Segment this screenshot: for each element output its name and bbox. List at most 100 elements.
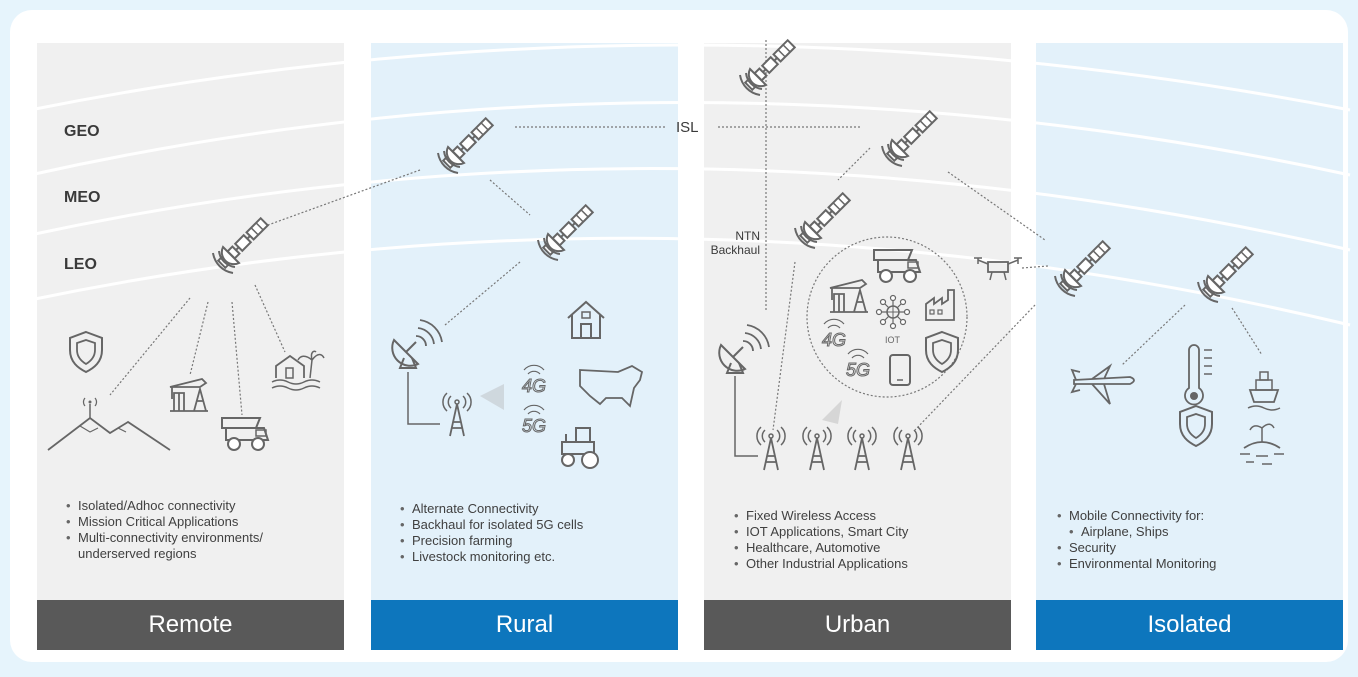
backhaul-label: Backhaul	[710, 243, 760, 257]
satellite-icon	[881, 110, 938, 167]
leo-isolated-link-1	[1121, 304, 1186, 366]
bullet-item: IOT Applications, Smart City	[734, 524, 1004, 540]
bullet-item: Environmental Monitoring	[1057, 556, 1327, 572]
drone-link	[1021, 265, 1049, 269]
geo-to-isolated-link	[947, 171, 1046, 241]
beach-house-icon	[271, 350, 325, 391]
bullet-item: Livestock monitoring etc.	[400, 549, 670, 565]
cell-tower-icon	[756, 426, 786, 471]
mountain-tower-icon	[47, 397, 171, 451]
bullet-item: Fixed Wireless Access	[734, 508, 1004, 524]
geo-to-meo-urban-link	[837, 147, 871, 181]
airplane-icon	[1070, 363, 1135, 405]
isl-label: ISL	[676, 119, 699, 136]
iot-network-icon	[875, 294, 911, 330]
house-icon	[567, 301, 605, 339]
dotted-links	[109, 40, 1263, 431]
urban-icons: IOT 4G 5G	[718, 249, 1022, 471]
bullet-item: Security	[1057, 540, 1327, 556]
geo-arc-bottom	[29, 101, 1351, 177]
5g-icon: 5G	[846, 348, 871, 381]
satellite-icon	[437, 117, 494, 174]
cell-tower-icon	[893, 426, 923, 471]
5g-label: 5G	[846, 360, 870, 380]
isolated-title: Isolated	[1147, 611, 1232, 638]
iot-label: IOT	[885, 335, 901, 345]
satellite-icon	[739, 39, 796, 96]
signal-beam	[480, 384, 504, 410]
meo-to-tower-urban-link	[772, 261, 796, 431]
satellite-dish-icon	[391, 319, 443, 369]
bullet-item: Mobile Connectivity for:	[1057, 508, 1327, 524]
leo-label: LEO	[64, 256, 97, 273]
bullet-item: Backhaul for isolated 5G cells	[400, 517, 670, 533]
bullet-item: Isolated/Adhoc connectivity	[66, 498, 336, 514]
oil-pump-icon	[829, 279, 869, 313]
bullet-item: Other Industrial Applications	[734, 556, 1004, 572]
satellite-icon	[1197, 246, 1254, 303]
dump-truck-icon	[873, 249, 921, 283]
signal-beam	[822, 400, 842, 424]
cell-tower-icon	[847, 426, 877, 471]
sat-to-tower-urban-link	[914, 304, 1036, 431]
shield-icon	[1179, 405, 1213, 447]
cell-tower-icon	[802, 426, 832, 471]
satellite-icon	[537, 204, 594, 261]
ntn-label: NTN	[735, 229, 760, 243]
rural-icons: 4G 5G	[391, 301, 644, 469]
smartphone-icon	[889, 354, 911, 386]
bullet-item: Healthcare, Automotive	[734, 540, 1004, 556]
rural-bullets: Alternate Connectivity Backhaul for isol…	[400, 501, 670, 565]
island-icon	[1240, 423, 1284, 465]
isolated-footer: Isolated	[1036, 600, 1343, 650]
dump-truck-icon	[221, 417, 269, 451]
4g-label: 4G	[822, 330, 846, 350]
dish-to-towers-connector	[734, 376, 758, 457]
bullet-item: Alternate Connectivity	[400, 501, 670, 517]
geo-label: GEO	[64, 123, 100, 140]
remote-bullets: Isolated/Adhoc connectivity Mission Crit…	[66, 498, 336, 562]
usa-map-icon	[579, 364, 644, 408]
meo-to-dish-rural-link	[444, 261, 521, 326]
tractor-icon	[561, 427, 599, 469]
meo-label: MEO	[64, 189, 101, 206]
iot-cloud-circle	[806, 236, 968, 398]
4g-icon: 4G	[822, 318, 847, 351]
urban-footer: Urban	[704, 600, 1011, 650]
ntn-backhaul-label: NTN Backhaul	[704, 229, 760, 257]
isolated-icons	[1070, 344, 1284, 465]
bullet-item: underserved regions	[78, 546, 197, 561]
bullet-subitem: Airplane, Ships	[1057, 524, 1327, 540]
5g-icon: 5G	[522, 404, 547, 437]
urban-bullets: Fixed Wireless Access IOT Applications, …	[734, 508, 1004, 572]
ship-icon	[1247, 371, 1281, 411]
leo-remote-link-3	[231, 301, 243, 416]
isolated-bullets: Mobile Connectivity for: Airplane, Ships…	[1057, 508, 1327, 572]
remote-footer: Remote	[37, 600, 344, 650]
bullet-item: Mission Critical Applications	[66, 514, 336, 530]
leo-remote-link-2	[189, 301, 209, 376]
remote-title: Remote	[148, 611, 233, 638]
rural-footer: Rural	[371, 600, 678, 650]
bullet-item: Multi-connectivity environments/	[66, 530, 336, 546]
satellite-icon	[794, 192, 851, 249]
leo-remote-link-1	[109, 297, 191, 396]
oil-pump-icon	[169, 378, 209, 412]
factory-icon	[925, 289, 955, 321]
dish-to-tower-connector	[407, 372, 440, 425]
shield-icon	[925, 331, 959, 373]
leo-isolated-link-2	[1231, 307, 1263, 356]
geo-to-leo-remote-link	[267, 169, 421, 226]
drone-icon	[974, 257, 1022, 281]
4g-icon: 4G	[522, 364, 547, 397]
rural-title: Rural	[495, 611, 554, 638]
bullet-item: Precision farming	[400, 533, 670, 549]
satellite-dish-icon	[718, 324, 770, 374]
4g-label: 4G	[522, 376, 546, 396]
remote-icons	[47, 331, 325, 451]
urban-title: Urban	[824, 611, 891, 638]
5g-label: 5G	[522, 416, 546, 436]
geo-to-meo-rural-link	[489, 179, 531, 216]
meo-arc	[29, 167, 1351, 252]
geo-arc-top	[29, 43, 1351, 112]
